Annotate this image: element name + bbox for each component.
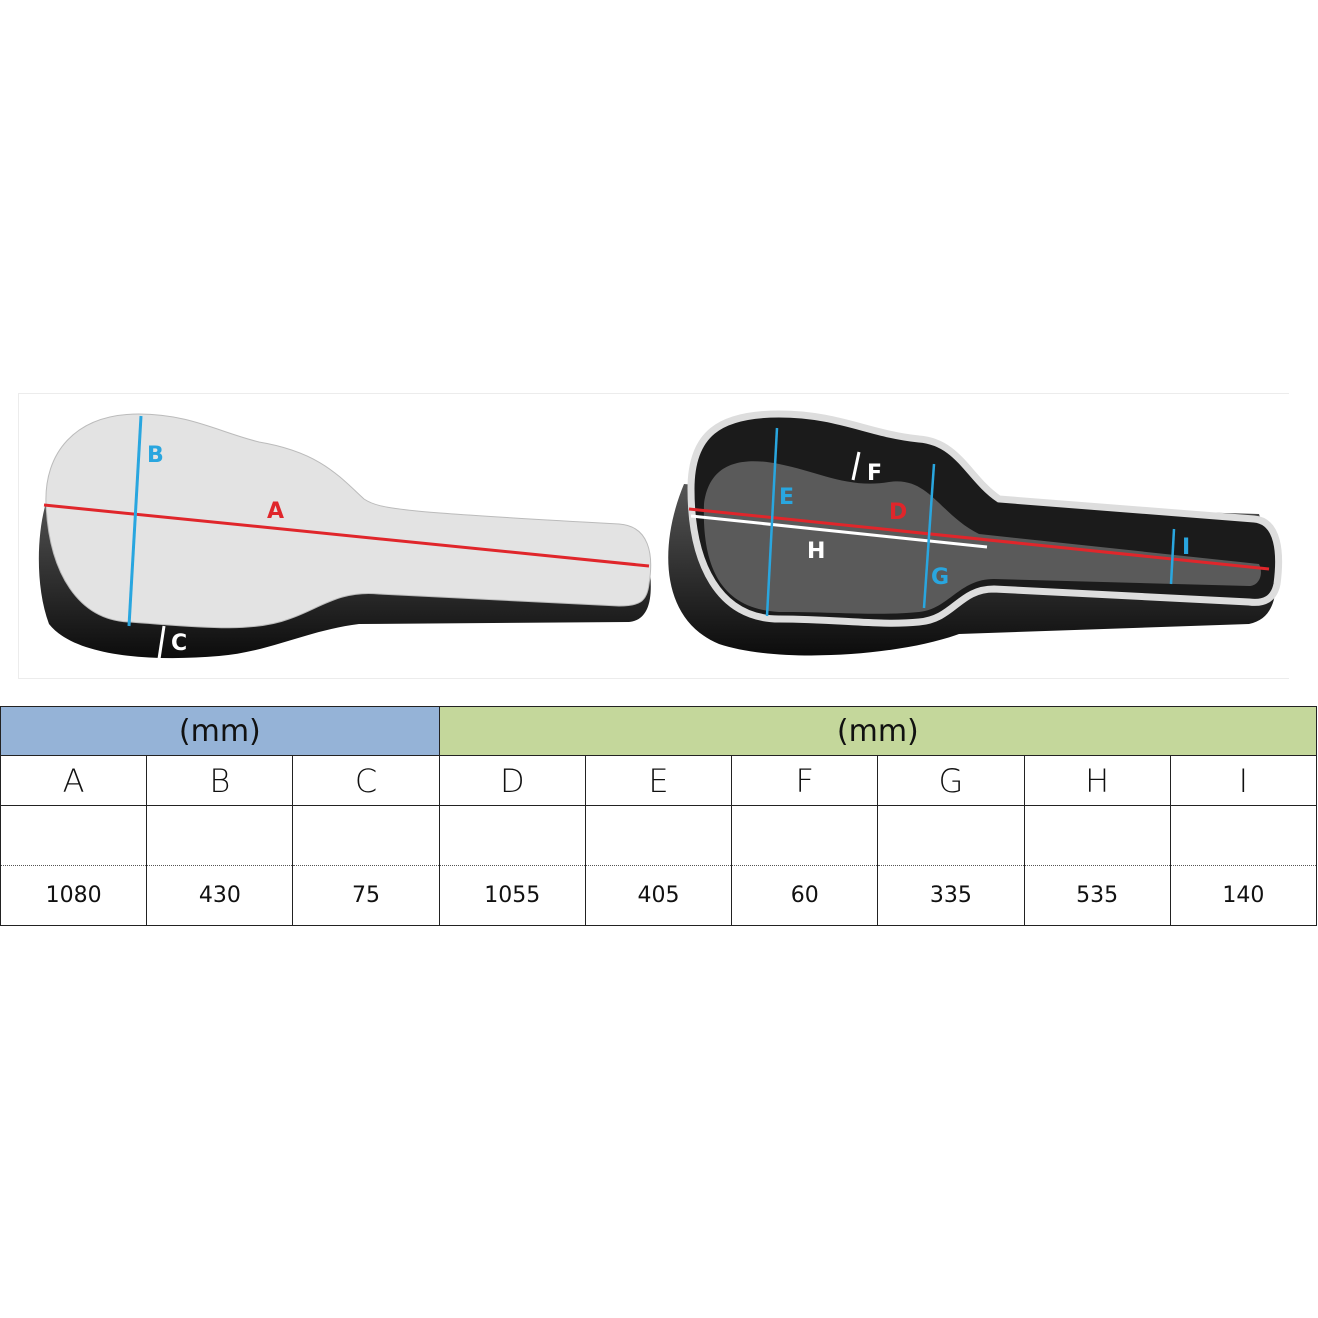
dimension-h-line — [690, 514, 988, 549]
value-cell: 60 — [731, 865, 879, 926]
inner-case-compartment — [703, 461, 1261, 614]
label-a: A — [267, 499, 284, 524]
label-g: G — [931, 565, 949, 590]
blank-row — [0, 805, 1318, 866]
blank-cell — [146, 805, 294, 866]
value-cell: 335 — [877, 865, 1025, 926]
values-row: 1080 430 75 1055 405 60 335 535 140 — [0, 865, 1318, 926]
column-header: H — [1023, 755, 1171, 806]
label-f: F — [867, 461, 882, 486]
column-header-row: A B C D E F G H I — [0, 755, 1318, 806]
blank-cell — [1169, 805, 1318, 866]
blank-cell — [731, 805, 879, 866]
column-header: E — [584, 755, 733, 806]
diagram-svg: B A C F E D H G I — [38, 410, 1283, 660]
blank-cell — [1023, 805, 1171, 866]
dimensions-table: (mm) (mm) A B C D E F G H I 1080 430 75 … — [0, 706, 1318, 926]
column-header: C — [292, 755, 440, 806]
label-i: I — [1182, 535, 1190, 560]
dimension-i-line — [1169, 528, 1176, 585]
value-cell: 75 — [292, 865, 440, 926]
value-cell: 430 — [146, 865, 294, 926]
inner-dimensions-header: (mm) — [438, 706, 1318, 756]
blank-cell — [438, 805, 586, 866]
dimension-e-line — [765, 427, 779, 617]
outer-dimensions-header: (mm) — [0, 706, 440, 756]
outer-case-face — [45, 413, 652, 629]
value-cell: 1055 — [438, 865, 586, 926]
dimension-c-line — [157, 625, 166, 660]
column-header: I — [1169, 755, 1318, 806]
blank-cell — [0, 805, 148, 866]
label-c: C — [171, 631, 187, 656]
column-header: D — [438, 755, 586, 806]
value-cell: 1080 — [0, 865, 148, 926]
column-header: F — [731, 755, 879, 806]
dimension-a-line — [43, 503, 650, 568]
value-cell: 140 — [1169, 865, 1318, 926]
column-header: G — [877, 755, 1025, 806]
label-e: E — [779, 485, 794, 510]
inner-case: F E D H G I — [668, 410, 1283, 656]
guitar-case-diagram: B A C F E D H G I — [18, 393, 1289, 679]
label-h: H — [807, 539, 825, 564]
value-cell: 535 — [1023, 865, 1171, 926]
column-header: B — [146, 755, 294, 806]
blank-cell — [584, 805, 733, 866]
outer-case: B A C — [38, 413, 652, 660]
group-header-row: (mm) (mm) — [0, 706, 1318, 756]
label-b: B — [147, 443, 164, 468]
dimension-f-line — [851, 451, 861, 481]
value-cell: 405 — [584, 865, 733, 926]
dimension-b-line — [127, 415, 143, 627]
label-d: D — [889, 500, 907, 525]
dimension-g-line — [922, 463, 936, 609]
column-header: A — [0, 755, 148, 806]
blank-cell — [877, 805, 1025, 866]
blank-cell — [292, 805, 440, 866]
